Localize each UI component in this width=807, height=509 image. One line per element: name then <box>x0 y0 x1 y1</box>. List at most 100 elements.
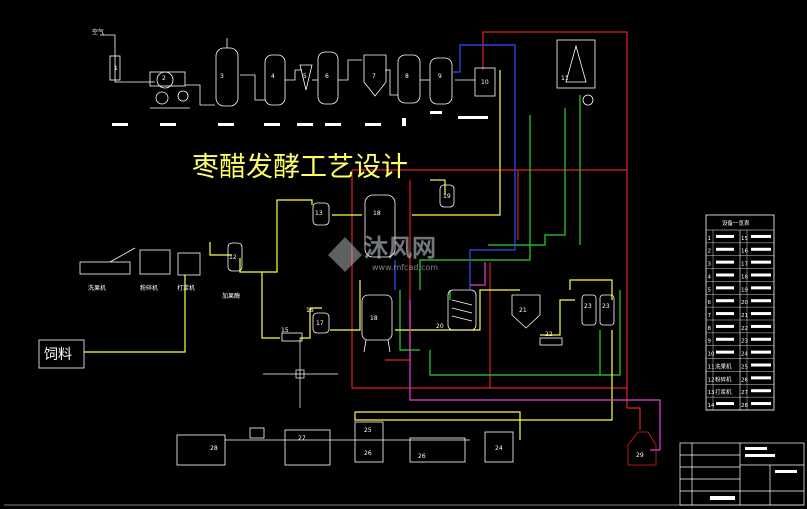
table-row-right-number: 26 <box>741 377 748 383</box>
table-row-right-bar <box>751 312 771 316</box>
machine-labels: 洗果机 粉碎机 打浆机 加果酶 <box>88 284 240 300</box>
mixing-tank-21 <box>511 294 541 329</box>
yellow-pipe <box>330 280 361 331</box>
yellow-pipe <box>412 70 501 216</box>
table-row-left-number: 5 <box>708 287 712 293</box>
yellow-pipe <box>355 411 521 440</box>
acetic-tank-11 <box>556 39 596 89</box>
table-row-right-bar <box>751 324 771 328</box>
capper-27 <box>284 429 331 466</box>
sterilizer-26 <box>354 421 384 463</box>
table-row-name-bar <box>716 273 734 277</box>
table-row-name-bar <box>716 299 734 303</box>
table-row-right-number: 21 <box>741 313 748 319</box>
table-row-right-bar <box>751 389 771 393</box>
watermark-logo-icon <box>328 237 362 272</box>
equip-no-12: 12 <box>229 254 237 261</box>
equip-no-9: 9 <box>438 73 442 80</box>
equip-no-13: 13 <box>315 210 323 217</box>
beater-machine <box>177 252 201 276</box>
bottom-number-labels: 24 25 26 26 27 28 29 <box>210 427 644 460</box>
equip-no-8: 8 <box>405 73 409 80</box>
table-row-left-number: 11 <box>708 364 715 370</box>
feed-label: 饲料 <box>44 347 72 363</box>
conveyor-stand <box>249 427 265 439</box>
table-row-right-bar <box>751 273 771 277</box>
table-row-right-number: 22 <box>741 326 748 332</box>
base-bar <box>430 111 442 114</box>
base-bar <box>264 123 280 126</box>
table-row-left-number: 13 <box>708 390 715 396</box>
green-pipe <box>429 290 621 376</box>
watermark-brand: 沐风网 <box>364 234 436 262</box>
equip-no-7: 7 <box>372 73 376 80</box>
equip-no-26b: 26 <box>418 453 426 460</box>
tank-9 <box>429 57 453 105</box>
table-row-right-number: 25 <box>741 364 748 370</box>
table-row-right-bar <box>751 286 771 290</box>
equip-no-18b: 18 <box>370 315 378 322</box>
equipment-table-title: 设备一览表 <box>722 219 750 227</box>
equip-no-29: 29 <box>636 452 644 459</box>
equip-no-24: 24 <box>495 445 503 452</box>
red-pipe <box>482 31 628 408</box>
tank-19 <box>439 184 455 208</box>
enzyme-tank-12 <box>227 242 243 272</box>
heat-exchanger-15 <box>281 332 303 342</box>
green-pipe <box>419 115 531 290</box>
equip-no-23b: 23 <box>602 303 610 310</box>
air-filter <box>109 55 121 81</box>
equip-no-10: 10 <box>481 79 489 86</box>
base-bar <box>458 116 488 119</box>
pump-11 <box>582 94 594 106</box>
equip-no-17: 17 <box>316 320 324 327</box>
crusher-machine <box>139 249 171 275</box>
top-equipment-row: 空气 <box>92 28 596 126</box>
filter-tank-6 <box>317 51 339 105</box>
tank-13 <box>312 202 330 226</box>
base-bar <box>218 123 234 126</box>
table-row-left-number: 7 <box>708 313 712 319</box>
yellow-pipe <box>209 242 232 256</box>
table-row-name-bar <box>716 286 734 290</box>
middle-equipment <box>79 184 615 353</box>
equip-no-18a: 18 <box>373 210 381 217</box>
yellow-pipe <box>395 289 520 331</box>
bottom-equipment <box>176 421 657 466</box>
red-pipe <box>627 407 641 430</box>
coil-fermenter-20 <box>447 289 477 331</box>
fermenter-leg <box>363 339 367 353</box>
table-row-left-number: 4 <box>708 274 712 280</box>
table-row-left-number: 14 <box>708 403 715 409</box>
equip-no-25: 25 <box>364 427 372 434</box>
table-row-right-bar <box>751 337 771 341</box>
white-pipe <box>385 69 398 96</box>
yellow-pipe <box>276 199 313 215</box>
equip-no-20: 20 <box>436 323 444 330</box>
table-row-left-number: 8 <box>708 326 712 332</box>
filter-tank-4 <box>264 54 286 106</box>
white-pipe <box>285 69 302 81</box>
equip-no-19: 19 <box>443 193 451 200</box>
base-bar <box>112 123 128 126</box>
base-bar <box>402 118 406 126</box>
fermenter-18b <box>361 294 393 341</box>
table-row-left-number: 9 <box>708 339 712 345</box>
compressor-body <box>149 71 186 87</box>
tank-17 <box>312 312 330 334</box>
conical-tank-7 <box>363 54 387 97</box>
table-row-right-bar <box>751 247 771 251</box>
table-row-left-number: 12 <box>708 377 715 383</box>
base-bar <box>160 123 176 126</box>
air-label: 空气 <box>92 28 104 36</box>
boiler-29 <box>627 431 657 466</box>
yellow-pipe <box>569 279 613 300</box>
table-row-right-bar <box>751 363 771 367</box>
table-row-name-bar <box>716 247 734 251</box>
yellow-pipe <box>239 215 278 273</box>
washer-machine <box>79 261 131 275</box>
coil <box>451 299 473 322</box>
middle-number-labels: 12 13 15 16 17 18 18 19 20 21 22 23 23 <box>229 193 610 338</box>
